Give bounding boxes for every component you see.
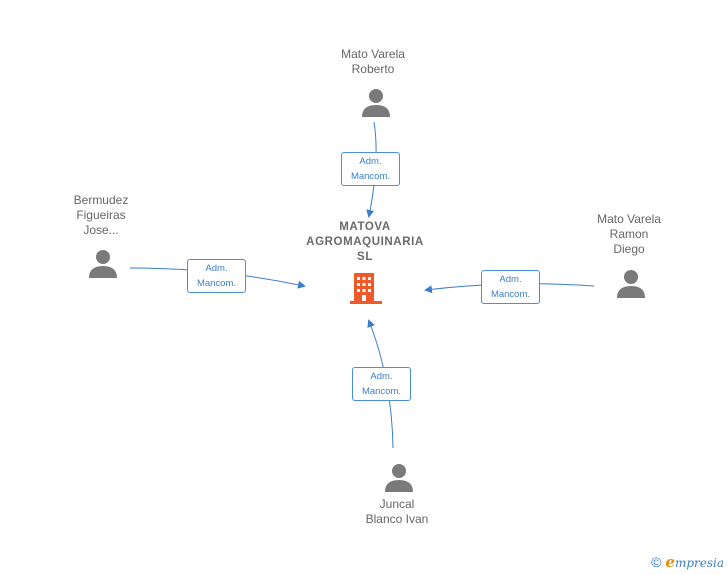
person-icon[interactable] (616, 268, 646, 298)
person-name-line: Mato Varela (341, 47, 405, 61)
role-line: Adm. (370, 371, 393, 382)
brand-logo[interactable]: empresia (665, 553, 724, 571)
person-name-line: Ramon (609, 227, 649, 241)
person-icon[interactable] (361, 87, 391, 117)
brand-name: mpresia (674, 556, 724, 570)
person-icon[interactable] (88, 248, 118, 278)
person-icon[interactable] (384, 462, 414, 492)
person-name-line: Diego (613, 242, 645, 256)
role-label-top[interactable]: Adm. Mancom. (341, 152, 400, 186)
company-name[interactable]: MATOVA AGROMAQUINARIA SL (275, 220, 455, 265)
person-name-bottom[interactable]: Juncal Blanco Ivan (327, 497, 467, 527)
footer-watermark: © empresia (651, 553, 724, 571)
company-name-line-1: MATOVA (339, 221, 391, 233)
role-label-left[interactable]: Adm. Mancom. (187, 259, 246, 293)
person-name-line: Juncal (379, 497, 415, 511)
role-label-bottom[interactable]: Adm. Mancom. (352, 367, 411, 401)
person-name-right[interactable]: Mato Varela Ramon Diego (559, 212, 699, 257)
person-name-line: Mato Varela (597, 212, 661, 226)
role-line: Adm. (499, 274, 522, 285)
person-name-line: Figueiras (76, 208, 126, 222)
person-name-top[interactable]: Mato Varela Roberto (303, 47, 443, 77)
person-name-line: Jose... (83, 223, 119, 237)
role-line: Mancom. (350, 171, 391, 182)
role-line: Adm. (205, 263, 228, 274)
company-name-line-2: AGROMAQUINARIA (306, 236, 424, 248)
person-name-line: Blanco Ivan (365, 512, 429, 526)
person-name-left[interactable]: Bermudez Figueiras Jose... (31, 193, 171, 238)
building-icon[interactable] (350, 270, 382, 306)
company-name-line-3: SL (357, 251, 373, 263)
role-line: Mancom. (361, 386, 402, 397)
brand-initial: e (665, 553, 675, 571)
person-name-line: Roberto (351, 62, 395, 76)
role-label-right[interactable]: Adm. Mancom. (481, 270, 540, 304)
role-line: Adm. (359, 156, 382, 167)
person-name-line: Bermudez (73, 193, 129, 207)
role-line: Mancom. (196, 278, 237, 289)
copyright-icon: © (651, 554, 662, 570)
role-line: Mancom. (490, 289, 531, 300)
